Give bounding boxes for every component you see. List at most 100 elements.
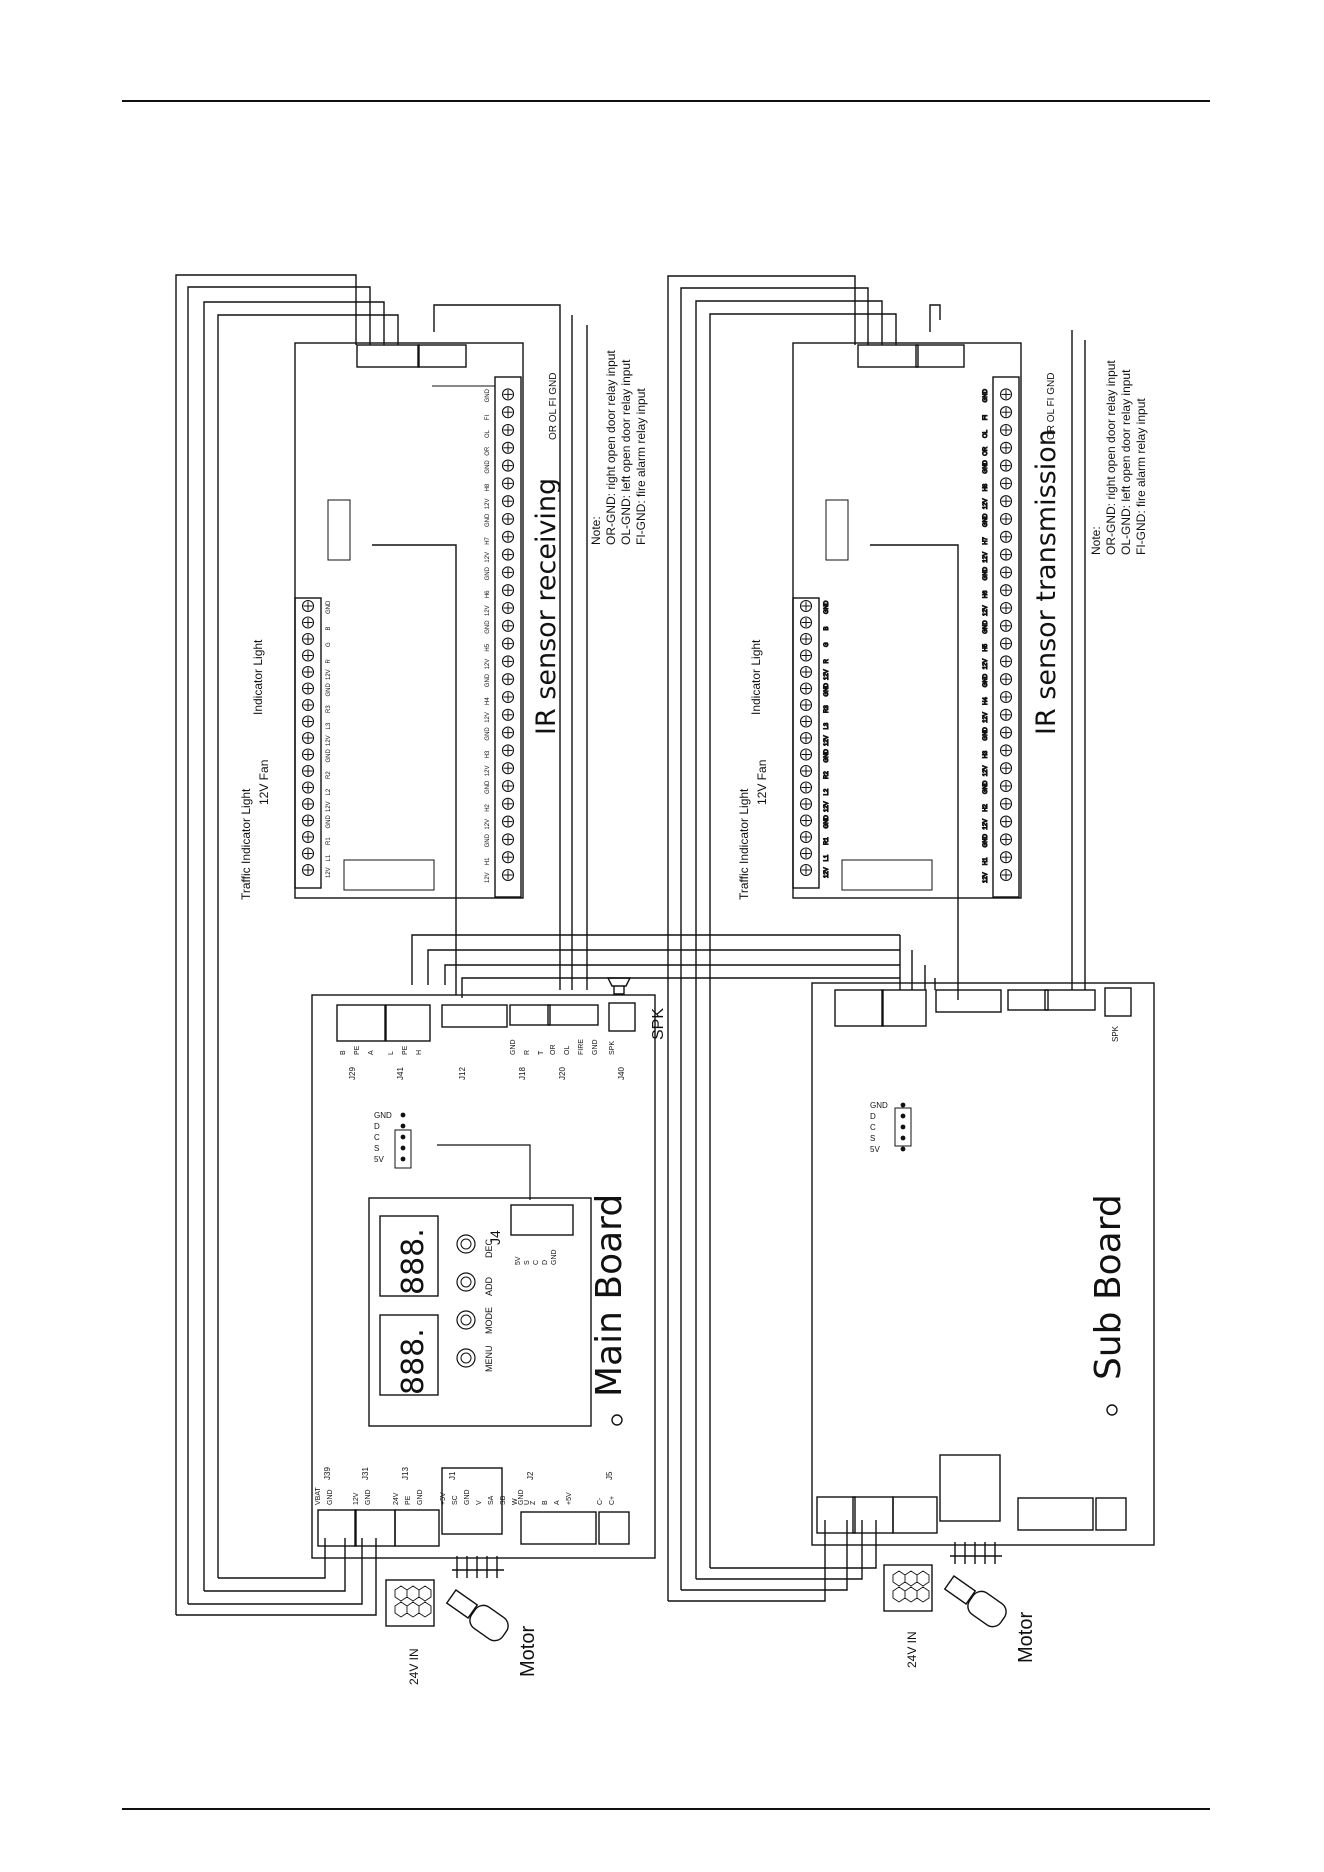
connector-pin-label: PE bbox=[354, 1045, 361, 1055]
sub-side-pin-label: S bbox=[870, 1134, 875, 1143]
terminal-screw bbox=[501, 708, 515, 721]
ir-receiving-pin-label: 12V bbox=[326, 801, 332, 812]
terminal-screw bbox=[799, 665, 813, 679]
button-add[interactable]: ADD bbox=[456, 1272, 494, 1296]
terminal-screw bbox=[799, 764, 813, 778]
button-mode[interactable]: MODE bbox=[456, 1307, 494, 1334]
main-j4-label: J4 bbox=[487, 1230, 503, 1245]
ir-receiving-pin-label: GND bbox=[326, 815, 332, 829]
main-side-pin-label: 5V bbox=[374, 1155, 384, 1164]
terminal-screw bbox=[301, 847, 315, 860]
power-connector-sub bbox=[883, 1564, 933, 1612]
terminal-screw bbox=[501, 690, 515, 704]
ir-receiving-pin-label: 12V bbox=[485, 499, 491, 510]
terminal-screw bbox=[501, 423, 515, 437]
ir-transmission-pin-label: GND bbox=[983, 833, 989, 847]
connector-id: J12 bbox=[458, 1067, 467, 1080]
motor-icon-sub bbox=[943, 1542, 1007, 1628]
terminal-screw bbox=[501, 762, 515, 775]
connector-pin-label: PE bbox=[402, 1045, 409, 1055]
terminal-screw bbox=[501, 459, 515, 472]
button-label: MENU bbox=[484, 1346, 494, 1373]
terminal-screw bbox=[501, 512, 515, 526]
connector-pin-label: GND bbox=[464, 1489, 471, 1505]
ir-transmission-pin-label: L3 bbox=[824, 722, 830, 729]
ir-receiving-pin-label: GND bbox=[485, 620, 491, 634]
terminal-screw bbox=[501, 477, 515, 490]
main-display-left: 888. bbox=[396, 1328, 431, 1395]
ir-transmission-pin-label: R2 bbox=[824, 771, 830, 779]
connector-pin-label: GND bbox=[518, 1489, 525, 1505]
connector-pin-label: GND bbox=[327, 1489, 334, 1505]
main-power-label: 24V IN bbox=[407, 1648, 421, 1685]
terminal-screw bbox=[501, 779, 515, 793]
ir-receiving-pin-label: G bbox=[326, 642, 332, 647]
ir-transmission-pin-label: 12V bbox=[983, 712, 989, 723]
connector-pin-label: Z bbox=[530, 1500, 537, 1505]
connector-pin-label: SPK bbox=[609, 1041, 616, 1055]
j4-pin-label: C bbox=[533, 1260, 540, 1265]
ir-receiving-pin-label: L2 bbox=[326, 788, 332, 795]
connector-pin-label: +5V bbox=[566, 1492, 573, 1505]
ir-receiving-pin-label: GND bbox=[485, 780, 491, 794]
ir-transmission-terminals: 12VH1GND12VH2GND12VH3GND12VH4GND12VH5GND… bbox=[799, 388, 1013, 884]
ir-receiving-pin-label: 12V bbox=[326, 867, 332, 878]
ir-transmission-pin-label: GND bbox=[824, 815, 830, 829]
button-menu[interactable]: MENU bbox=[456, 1346, 494, 1373]
connector-pin-label: C+ bbox=[609, 1496, 616, 1505]
ir-transmission-indicator-label: Indicator Light bbox=[749, 639, 763, 715]
ir-transmission-pin-label: GND bbox=[983, 388, 989, 402]
connector-pin-label: FIRE bbox=[578, 1039, 585, 1055]
connector-id: J41 bbox=[396, 1067, 405, 1080]
terminal-screw bbox=[301, 682, 315, 695]
terminal-screw bbox=[501, 441, 515, 454]
ir-receiving-pin-label: GND bbox=[485, 727, 491, 741]
connector-pin-label: 24V bbox=[393, 1492, 400, 1505]
terminal-screw bbox=[999, 441, 1013, 454]
connector-id: J31 bbox=[361, 1467, 370, 1480]
connector-id: J39 bbox=[323, 1467, 332, 1480]
terminal-screw bbox=[999, 548, 1013, 561]
main-motor-label: Motor bbox=[517, 1626, 539, 1677]
ir-transmission-pin-label: H6 bbox=[983, 590, 989, 598]
ir-receiving-pin-label: 12V bbox=[485, 819, 491, 830]
terminal-screw bbox=[799, 682, 813, 695]
terminal-screw bbox=[301, 797, 315, 811]
ir-receiving-pin-label: R3 bbox=[326, 705, 332, 713]
ir-receiving-fan-label: 12V Fan bbox=[257, 760, 271, 805]
terminal-screw bbox=[301, 616, 315, 629]
ir-receiving-indicator-label: Indicator Light bbox=[251, 639, 265, 715]
connector-pin-label: GND bbox=[592, 1039, 599, 1055]
terminal-screw bbox=[999, 566, 1013, 579]
ir-receiving-pin-label: OL bbox=[485, 429, 491, 438]
ir-transmission-pin-label: B bbox=[824, 626, 830, 630]
ir-transmission-pin-label: H7 bbox=[983, 536, 989, 544]
ir-transmission-pin-label: GND bbox=[983, 727, 989, 741]
terminal-screw bbox=[999, 423, 1013, 437]
ir-transmission-pin-label: L2 bbox=[824, 788, 830, 795]
terminal-screw bbox=[999, 530, 1013, 543]
ir-transmission-relay-label: OR OL FI GND bbox=[1046, 373, 1057, 440]
button-label: DEC bbox=[484, 1238, 494, 1258]
terminal-screw bbox=[999, 655, 1013, 668]
terminal-screw bbox=[799, 649, 813, 662]
connector-pin-label: R bbox=[524, 1050, 531, 1055]
terminal-screw bbox=[501, 530, 515, 543]
terminal-screw bbox=[301, 830, 315, 844]
j4-pin-label: GND bbox=[551, 1249, 558, 1265]
terminal-screw bbox=[999, 673, 1013, 686]
ir-transmission-pin-label: GND bbox=[824, 600, 830, 614]
ir-transmission-title: IR sensor transmission bbox=[1031, 429, 1062, 735]
ir-receiving-relay-label: OR OL FI GND bbox=[548, 373, 559, 440]
motor-icon-main bbox=[445, 1556, 509, 1642]
terminal-screw bbox=[301, 781, 315, 794]
main-display-right: 888. bbox=[396, 1228, 431, 1295]
button-dec[interactable]: DEC bbox=[456, 1234, 494, 1258]
terminal-screw bbox=[999, 388, 1013, 401]
ir-receiving-pin-label: OR bbox=[485, 446, 491, 456]
terminal-screw bbox=[799, 830, 813, 844]
connector-pin-label: W bbox=[512, 1498, 519, 1505]
